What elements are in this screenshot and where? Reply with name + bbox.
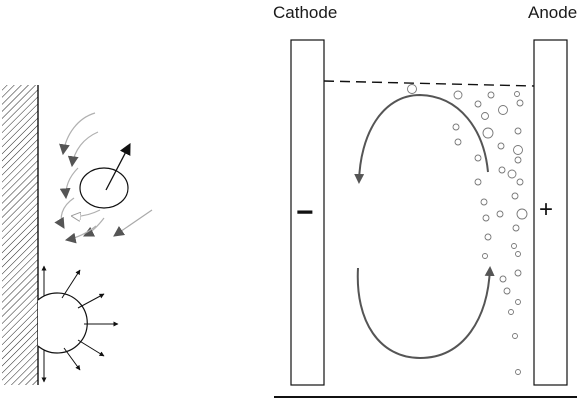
swirl-arrow-6	[83, 217, 105, 237]
circulation-arrow-upper	[354, 93, 489, 184]
gas-bubbles	[407, 84, 528, 375]
gas-bubble	[453, 90, 463, 100]
detaching-bubble-group	[54, 112, 153, 244]
gas-bubble	[487, 91, 495, 99]
circulation-arrow-lower	[356, 266, 495, 360]
liquid-surface-line	[323, 80, 535, 87]
radial-arrow-3	[77, 293, 105, 309]
cathode-label: Cathode	[273, 3, 338, 22]
anode-label: Anode	[528, 3, 578, 22]
attached-bubble	[37, 292, 88, 354]
gas-bubble	[407, 84, 417, 94]
anode-plate	[533, 39, 568, 386]
gas-bubble	[498, 166, 506, 174]
gas-bubble	[481, 112, 489, 120]
electrolysis-cell	[274, 39, 577, 398]
gas-bubble	[515, 299, 521, 305]
cathode-sign: −	[296, 196, 314, 229]
gas-bubble	[514, 269, 522, 277]
detaching-bubble	[79, 167, 129, 209]
gas-bubble	[499, 275, 507, 283]
gas-bubble	[515, 369, 521, 375]
gas-bubble	[474, 154, 482, 162]
gas-bubble	[514, 156, 522, 164]
gas-bubble	[454, 138, 462, 146]
gas-bubble	[452, 123, 460, 131]
incoming-flow-arrow	[113, 209, 153, 237]
gas-bubble	[515, 251, 521, 257]
hatched-wall	[2, 85, 39, 385]
gas-bubble	[474, 100, 482, 108]
bubble-rise-arrow	[105, 142, 131, 191]
gas-bubble	[474, 178, 482, 186]
gas-bubble	[512, 224, 520, 232]
gas-bubble	[482, 253, 488, 259]
swirl-arrow-1	[59, 112, 96, 156]
swirl-arrow-5	[72, 209, 101, 216]
gas-bubble	[498, 105, 508, 115]
radial-arrow-2	[61, 269, 81, 299]
gas-bubble	[514, 127, 522, 135]
anode-sign: +	[539, 196, 554, 223]
swirl-arrow-4	[54, 197, 75, 229]
gas-bubble	[497, 142, 505, 150]
gas-bubble	[513, 145, 523, 155]
attached-bubble-group	[37, 265, 119, 383]
gas-bubble	[516, 178, 524, 186]
cathode-plate	[290, 39, 325, 386]
gas-bubble	[511, 243, 517, 249]
gas-bubble	[482, 127, 494, 139]
gas-bubble	[512, 333, 518, 339]
gas-bubble	[482, 214, 490, 222]
gas-bubble	[496, 210, 504, 218]
gas-bubble	[511, 192, 519, 200]
gas-bubble	[516, 208, 528, 220]
gas-bubble	[503, 287, 511, 295]
gas-bubble	[507, 169, 517, 179]
gas-bubble	[516, 99, 524, 107]
gas-bubble	[480, 198, 488, 206]
gas-bubble	[484, 233, 492, 241]
radial-arrow-6	[63, 347, 81, 371]
gas-bubble	[508, 309, 514, 315]
swirl-arrow-3	[59, 167, 79, 200]
radial-arrow-5	[77, 339, 105, 357]
swirl-arrow-7	[64, 225, 97, 244]
swirl-arrow-2	[67, 131, 99, 168]
gas-bubble	[514, 91, 520, 97]
